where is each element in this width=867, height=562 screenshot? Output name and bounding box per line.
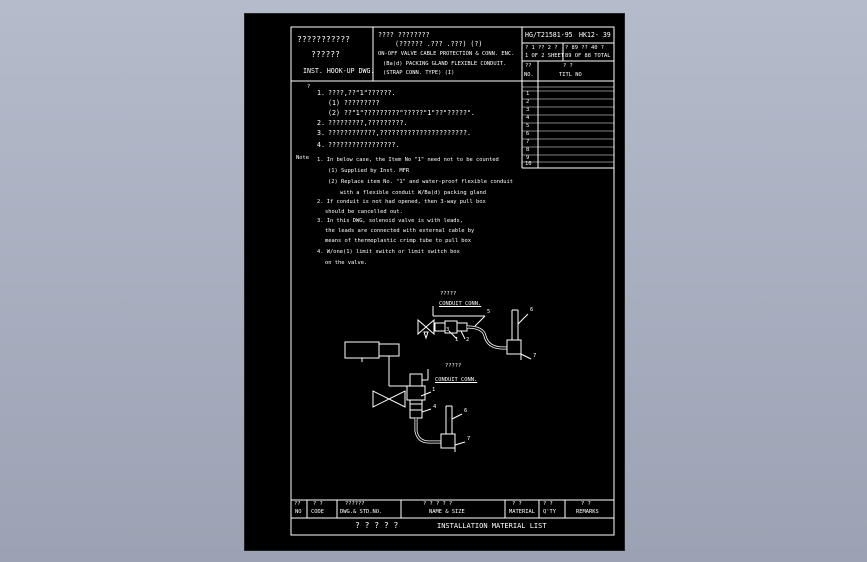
item-header-title: TITL NO — [559, 72, 582, 78]
doc-number: HG/T21581-95 — [525, 31, 573, 39]
note-num: 3. — [317, 129, 325, 137]
item-header-no: NO. — [524, 72, 534, 78]
ml-header-en: MATERIAL — [509, 509, 535, 515]
ml-header-cn: ?? — [294, 501, 301, 507]
conduit-label-top-cn: ????? — [440, 291, 457, 297]
item-row: 10 — [525, 161, 532, 167]
note-en-line: 4. W/one(1) limit switch or limit switch… — [317, 249, 460, 255]
upper-assembly — [417, 306, 532, 360]
sheet-label-cn: ? 1 ?? 2 ? — [525, 45, 558, 51]
note-en-line: (1) Supplied by Inst. MFR — [328, 168, 410, 174]
ml-header-en: REMARKS — [576, 509, 599, 515]
note-text: (1) ????????? — [328, 99, 380, 107]
ml-header-en: CODE — [311, 509, 324, 515]
note-num: 1. — [317, 89, 325, 97]
item-row: 4 — [526, 115, 530, 121]
note-text: ????????????,??????????????????????. — [328, 129, 471, 137]
drawing-sheet: ??????????? ?????? INST. HOOK-UP DWG. ??… — [244, 13, 625, 551]
ml-header-cn: ? ? — [313, 501, 323, 507]
title-mid-en2: (Ba(d) PACKING GLAND FLEXIBLE CONDUIT. — [383, 61, 507, 67]
title-mid-cn1: ???? ???????? — [378, 31, 430, 39]
note-en-line: on the valve. — [325, 260, 368, 266]
callout-bot: 1 — [432, 387, 436, 393]
ml-header-cn: ? ? — [512, 501, 522, 507]
callout-bot: 7 — [467, 436, 471, 442]
note-en-line: the leads are connected with external ca… — [325, 228, 475, 234]
title-mid-en3: (STRAP CONN. TYPE) (I) — [383, 70, 455, 76]
item-row: 8 — [526, 147, 530, 153]
ml-header-cn: ? ? ? ? ? — [423, 501, 453, 507]
note-en-line: with a flexible conduit W/Ba(d) packing … — [340, 190, 487, 196]
note-num: 2. — [317, 119, 325, 127]
callout-bot: 4 — [433, 404, 437, 410]
title-mid-cn2: (?????? .??? .???) (?) — [395, 40, 483, 48]
item-row: 9 — [526, 155, 530, 161]
note-text: ?????????,?????????. — [328, 119, 408, 127]
title-mid-en1: ON-OFF VALVE CABLE PROTECTION & CONN. EN… — [378, 51, 515, 57]
title-left-en: INST. HOOK-UP DWG. — [303, 67, 375, 75]
sheet-number: HK12- 39 — [579, 31, 611, 39]
note-text: ????,??"1"??????. — [328, 89, 396, 97]
note-en-line: means of thermoplastic crimp tube to pul… — [325, 238, 472, 244]
callout-bot: 6 — [464, 408, 468, 414]
title-left-cn1: ??????????? — [297, 35, 350, 44]
note-en-line: should be cancelled out. — [325, 209, 403, 215]
ml-header-en: NAME & SIZE — [429, 509, 465, 515]
ml-header-en: NO — [295, 509, 302, 515]
item-row: 1 — [526, 91, 530, 97]
callout-top: 6 — [530, 307, 534, 313]
sheet-label-en: 1 OF 2 SHEET — [525, 53, 564, 59]
lower-assembly — [344, 341, 466, 452]
note-en-line: 2. If conduit is not had opened, then 3-… — [317, 199, 486, 205]
total-label-cn: ? 89 ?? 40 ? — [565, 45, 604, 51]
conduit-label-bot-en: CONDUIT CONN. — [435, 377, 478, 383]
conduit-label-top-en: CONDUIT CONN. — [439, 301, 482, 307]
note-en-line: 1. In below case, the Item No "1" need n… — [317, 157, 499, 163]
ml-title-en: INSTALLATION MATERIAL LIST — [437, 522, 547, 530]
item-header-cn2: ? ? — [563, 63, 573, 69]
item-header-cn1: ?? — [525, 63, 532, 69]
item-row: 5 — [526, 123, 530, 129]
note-text: (2) ??"1"?????????"?????"1"??"?????". — [328, 109, 475, 117]
ml-title-cn: ? ? ? ? ? — [355, 521, 399, 530]
item-row: 7 — [526, 139, 530, 145]
item-row: 3 — [526, 107, 530, 113]
inner-frame — [290, 26, 615, 536]
item-row: 2 — [526, 99, 530, 105]
ml-header-en: Q'TY — [543, 509, 556, 515]
ml-header-en: DWG.& STD.NO. — [340, 509, 383, 515]
note-num: 4. — [317, 141, 325, 149]
notes-marker: ? — [307, 84, 311, 90]
callout-top: 2 — [466, 337, 470, 343]
ml-header-cn: ? ? — [581, 501, 591, 507]
callout-top: 7 — [533, 353, 537, 359]
title-left-cn2: ?????? — [311, 50, 340, 59]
drawing-linework — [290, 26, 615, 536]
note-text: ?????????????????. — [328, 141, 400, 149]
note-en-line: (2) Replace item No. "1" and water-proof… — [328, 179, 513, 185]
callout-top: 1 — [455, 337, 459, 343]
total-label-en: 89 OF 88 TOTAL — [565, 53, 611, 59]
ml-header-cn: ? ? — [543, 501, 553, 507]
callout-top: 5 — [487, 309, 491, 315]
conduit-label-bot-cn: ????? — [445, 363, 462, 369]
note-en-label: Note — [296, 155, 309, 161]
note-en-line: 3. In this DWG, solenoid valve is with l… — [317, 218, 464, 224]
ml-header-cn: ?????? — [345, 501, 365, 507]
item-row: 6 — [526, 131, 530, 137]
callout-top: 3 — [446, 327, 450, 333]
